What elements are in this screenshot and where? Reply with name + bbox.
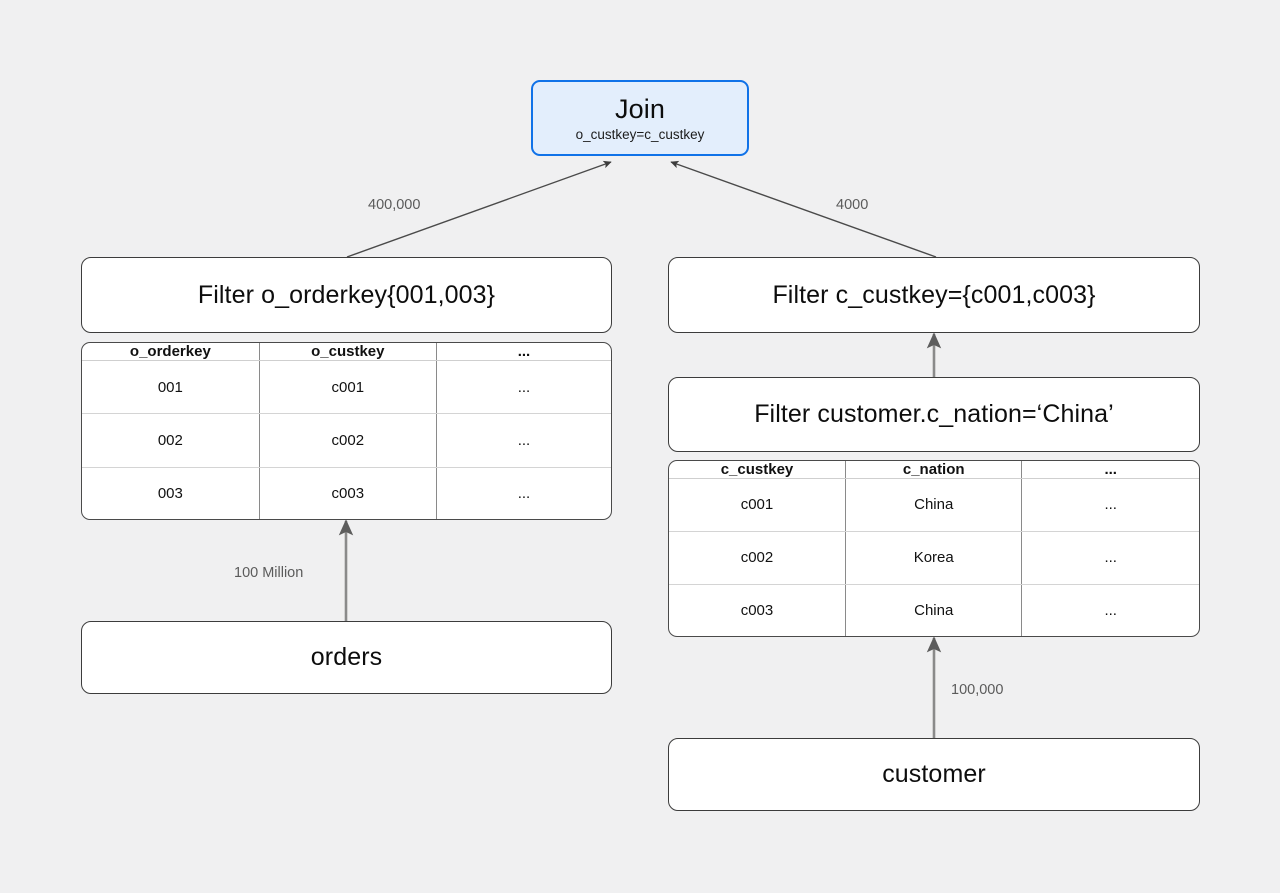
table-cell: ... — [1021, 531, 1199, 585]
column-header: o_orderkey — [82, 343, 260, 361]
column-header: ... — [1021, 461, 1199, 479]
edge-customer-filter-to-join — [670, 160, 937, 258]
node-filter-nation[interactable]: Filter customer.c_nation=‘China’ — [668, 377, 1200, 452]
table-row: c003 China ... — [669, 584, 1199, 636]
column-header: o_custkey — [259, 343, 437, 361]
table-cell: ... — [1104, 601, 1117, 619]
table-cell: 003 — [82, 467, 260, 519]
table-row: 003 c003 ... — [82, 467, 611, 519]
join-condition: o_custkey=c_custkey — [575, 127, 705, 143]
table-cell: c002 — [259, 413, 437, 468]
table-cell: c001 — [259, 360, 437, 415]
table-cell: c003 — [259, 467, 437, 519]
source-orders-label: orders — [310, 643, 383, 672]
table-row: c001 China ... — [669, 478, 1199, 532]
column-header: c_custkey — [669, 461, 846, 479]
join-title: Join — [615, 93, 665, 124]
table-cell: 002 — [82, 413, 260, 468]
source-customer-label: customer — [882, 760, 986, 789]
table-cell: China — [845, 584, 1023, 636]
table-cell: ... — [517, 484, 531, 502]
table-orders: o_orderkey o_custkey ... 001 c001 ... 00… — [81, 342, 612, 520]
table-header-row: o_orderkey o_custkey ... — [82, 343, 611, 361]
filter-nation-label: Filter customer.c_nation=‘China’ — [754, 400, 1114, 429]
node-source-customer[interactable]: customer — [668, 738, 1200, 811]
filter-custkey-label: Filter c_custkey={c001,c003} — [772, 280, 1096, 309]
column-header: ... — [436, 343, 611, 361]
table-cell: c003 — [669, 584, 846, 636]
table-cell: Korea — [845, 531, 1023, 585]
table-cell: c001 — [669, 478, 846, 532]
edge-label-customer-scan: 100,000 — [951, 682, 1004, 698]
edge-label-orders-to-join: 400,000 — [368, 197, 421, 213]
table-cell: 001 — [82, 360, 260, 415]
column-header: c_nation — [845, 461, 1023, 479]
node-join[interactable]: Join o_custkey=c_custkey — [531, 80, 749, 156]
node-source-orders[interactable]: orders — [81, 621, 612, 694]
table-row: 002 c002 ... — [82, 413, 611, 468]
node-filter-orders[interactable]: Filter o_orderkey{001,003} — [81, 257, 612, 333]
table-cell: ... — [1021, 478, 1199, 532]
table-cell: ... — [436, 413, 611, 468]
table-customer: c_custkey c_nation ... c001 China ... c0… — [668, 460, 1200, 637]
edge-label-customer-to-join: 4000 — [836, 197, 869, 213]
table-header-row: c_custkey c_nation ... — [669, 461, 1199, 479]
table-row: 001 c001 ... — [82, 360, 611, 415]
table-cell: ... — [436, 360, 611, 415]
table-row: c002 Korea ... — [669, 531, 1199, 585]
filter-orders-label: Filter o_orderkey{001,003} — [197, 280, 496, 309]
node-filter-custkey[interactable]: Filter c_custkey={c001,c003} — [668, 257, 1200, 333]
table-cell: China — [845, 478, 1023, 532]
edge-label-orders-scan: 100 Million — [234, 565, 304, 581]
table-cell: c002 — [669, 531, 846, 585]
